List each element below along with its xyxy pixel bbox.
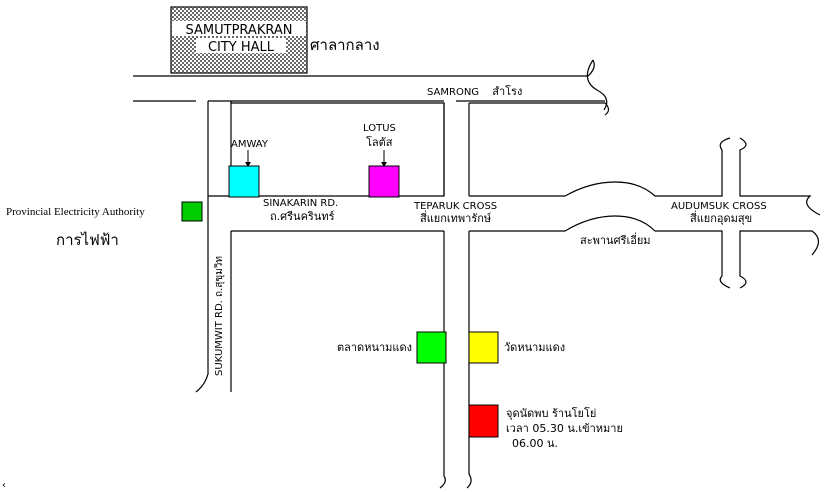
audumsuk-road-right-bottom (739, 230, 820, 289)
pea-label-en: Provincial Electricity Authority (6, 206, 145, 218)
sinakarin-label-en: SINAKARIN RD. (263, 198, 338, 209)
sukumwit-label: SUKUMWIT RD. ถ.สุขุมวิท (214, 256, 225, 376)
meeting-point-label-1: จุดนัดพบ ร้านโยโย่ (506, 406, 596, 420)
temple-label: วัดหนามแดง (504, 341, 565, 354)
teparuk-label-en: TEPARUK CROSS (413, 201, 497, 212)
city-hall-label-line1: SAMUTPRAKRAN (186, 23, 293, 38)
samrong-label-th: สำโรง (492, 84, 522, 98)
city-hall-label-bg-1 (172, 21, 306, 36)
audumsuk-label-th: สี่แยกอุดมสุข (690, 210, 752, 225)
corner-mark: ‹ (2, 480, 6, 491)
lotus-label-en: LOTUS (363, 123, 396, 134)
meeting-point-marker (468, 404, 499, 438)
city-hall-label-thai: ศาลากลาง (310, 36, 380, 54)
lotus-pointer-arrow (381, 162, 387, 167)
east-road-upper-edge (469, 137, 731, 197)
sukumwit-road-left-edge (195, 101, 209, 393)
teparuk-label-th: สี่แยกเทพารักษ์ (420, 210, 492, 225)
teparuk-road-right-edge (466, 231, 472, 489)
temple-marker (468, 331, 499, 364)
city-hall-label-bg-2 (196, 38, 286, 53)
amway-marker (228, 165, 260, 198)
meeting-point-label-2: เวลา 05.30 น.เข้าหมาย (506, 422, 623, 435)
audumsuk-road-right-top (739, 137, 821, 216)
bridge-label: สะพานศรีเอี่ยม (580, 232, 651, 247)
city-hall-label-line2: CITY HALL (208, 40, 275, 55)
right-block-outline (469, 102, 610, 116)
lotus-marker (368, 165, 400, 198)
teparuk-road-left-edge (439, 231, 446, 489)
east-road-lower-edge (469, 215, 731, 289)
samrong-label: SAMRONG สำโรง (427, 84, 522, 98)
audumsuk-label-en: AUDUMSUK CROSS (671, 201, 767, 212)
pea-marker (181, 201, 203, 222)
samrong-road-top-edge (133, 59, 595, 77)
samrong-label-en: SAMRONG (427, 87, 479, 98)
amway-label: AMWAY (231, 139, 269, 150)
market-label: ตลาดหนามแดง (337, 341, 412, 354)
lotus-label-th: โลตัส (366, 135, 393, 149)
meeting-point-label-3: 06.00 น. (512, 437, 558, 450)
amway-pointer-arrow (245, 162, 251, 167)
sinakarin-label-th: ถ.ศรีนครินทร์ (270, 210, 335, 223)
market-marker (416, 331, 447, 364)
pea-label-th: การไฟฟ้า (56, 231, 119, 249)
samrong-road-end-squiggle (586, 59, 608, 111)
